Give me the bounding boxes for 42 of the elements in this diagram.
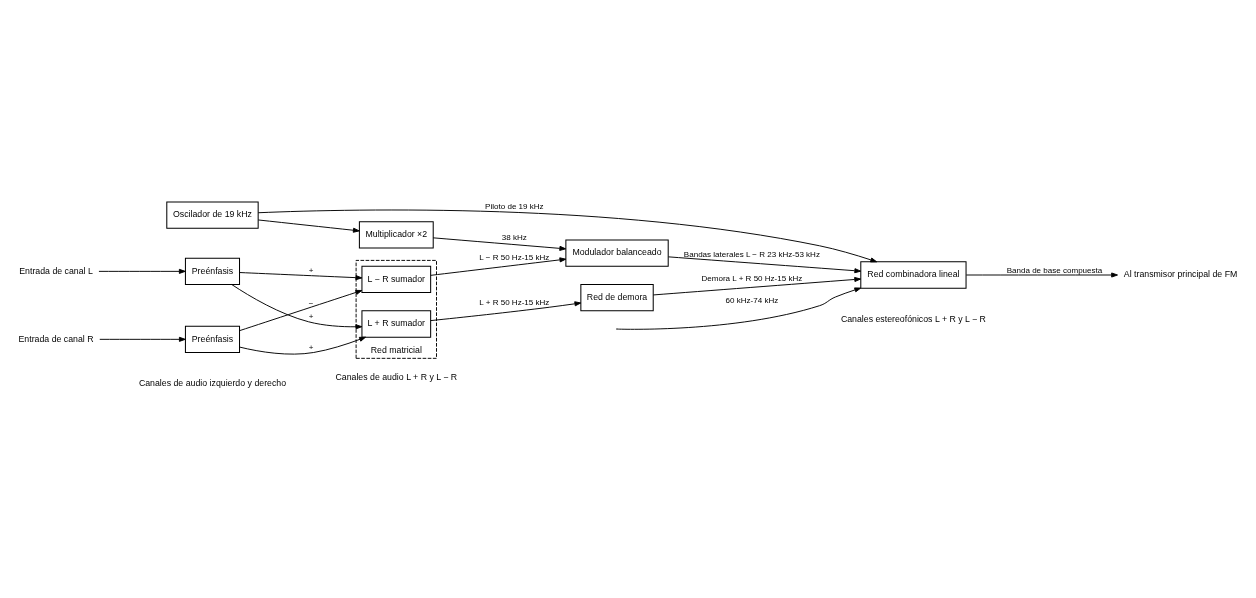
arrow (239, 336, 366, 355)
node-box: Red combinadora lineal (860, 260, 967, 289)
arrow (239, 289, 363, 331)
node-box: Preénfasis (184, 257, 241, 285)
arrow (430, 300, 582, 321)
edge-label: Piloto de 19 kHz (485, 201, 544, 211)
node-text: Entrada de canal R (18, 333, 94, 344)
edge-label: − (308, 298, 314, 308)
edge-label: L + R 50 Hz-15 kHz (479, 297, 550, 307)
edge-label: L − R 50 Hz-15 kHz (479, 252, 550, 262)
arrow (432, 236, 567, 251)
label: Canales de audio izquierdo y derecho (138, 377, 287, 388)
label: Canales de audio L + R y L − R (335, 371, 458, 382)
arrow (430, 256, 567, 276)
arrow (98, 268, 186, 274)
arrow (617, 286, 862, 330)
arrow (652, 276, 862, 295)
node-text: Al transmisor principal de FM (1123, 268, 1238, 279)
arrow (257, 219, 360, 233)
node-box: Oscilador de 19 kHz (166, 200, 259, 229)
arrow (231, 283, 363, 329)
node-text: Entrada de canal L (19, 265, 93, 276)
edge-label: Demora L + R 50 Hz-15 kHz (701, 273, 803, 283)
node-box: Red de demora (580, 283, 654, 311)
node-box: L + R sumador (361, 309, 432, 338)
node-box: Multiplicador ×2 (358, 220, 434, 248)
node-box: Modulador balanceado (565, 238, 669, 267)
arrow (257, 209, 878, 262)
node-box: Preénfasis (184, 325, 241, 353)
edge-label: Bandas laterales L − R 23 kHz-53 kHz (683, 249, 820, 259)
edge-label: 60 kHz-74 kHz (725, 295, 779, 305)
arrow (965, 272, 1118, 278)
node-box: L − R sumador (361, 265, 432, 293)
edge-label: + (308, 265, 314, 275)
edge-label: 38 kHz (501, 232, 527, 242)
edge-label: + (308, 311, 314, 321)
arrow (668, 255, 862, 273)
label: Canales estereofónicos L + R y L − R (840, 313, 986, 324)
arrow (239, 271, 363, 280)
edge-label: Banda de base compuesta (1006, 265, 1103, 275)
arrow (99, 336, 186, 342)
edge-label: + (308, 342, 314, 352)
